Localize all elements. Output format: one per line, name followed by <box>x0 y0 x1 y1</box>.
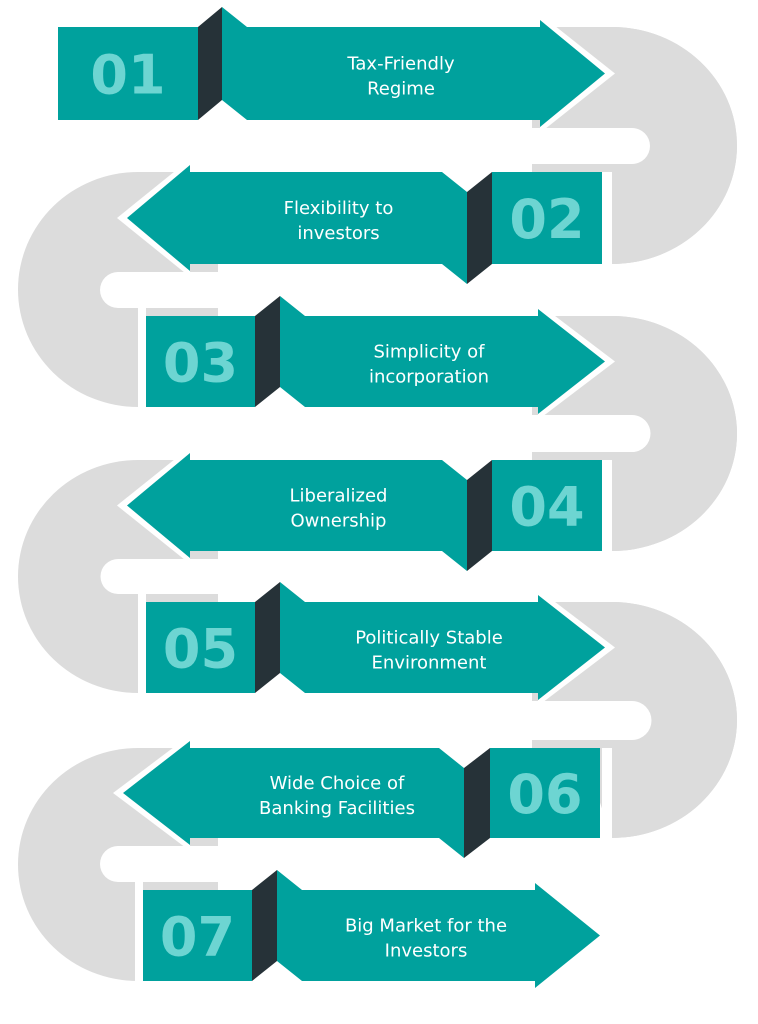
arrow-body <box>127 165 467 284</box>
connector-gap <box>135 882 143 981</box>
fold-panel <box>467 172 492 284</box>
connector-gap <box>602 460 612 551</box>
connector-gap <box>138 594 146 693</box>
step-label-line: Big Market for the <box>345 916 507 937</box>
number-box <box>492 172 602 264</box>
arrow-body <box>123 741 464 858</box>
step-label-line: Simplicity of <box>373 342 485 363</box>
step-number: 05 <box>163 618 238 681</box>
connector-gap <box>138 308 146 407</box>
step-label-line: Environment <box>372 653 487 674</box>
step-number: 06 <box>507 763 582 826</box>
fold-panel <box>467 460 492 571</box>
connector-gap <box>100 559 258 594</box>
step-label-line: Ownership <box>291 511 387 532</box>
step-label-line: Flexibility to <box>284 198 394 219</box>
number-box <box>146 316 255 407</box>
step-label-line: Banking Facilities <box>259 798 415 819</box>
connector-gap <box>512 701 652 740</box>
step-label-line: Tax-Friendly <box>346 54 455 75</box>
number-box <box>143 890 252 981</box>
step-label-line: incorporation <box>369 367 489 388</box>
step-label-line: Politically Stable <box>355 628 503 649</box>
step-03: Simplicity of incorporation 03 <box>146 296 615 420</box>
arrow-body <box>277 870 600 988</box>
connector-gap <box>602 748 612 838</box>
step-label-line: Investors <box>385 941 468 962</box>
step-number: 03 <box>163 332 238 395</box>
fold-panel <box>255 296 280 407</box>
number-box <box>58 27 198 120</box>
connector-gap <box>100 846 258 882</box>
fold-panel <box>255 582 280 693</box>
step-label-line: Wide Choice of <box>270 773 405 794</box>
connector-gap <box>512 128 650 164</box>
fold-panel <box>252 870 277 981</box>
connector-gap <box>512 415 651 452</box>
fold-panel <box>464 748 490 858</box>
arrow-body <box>280 582 605 700</box>
number-box <box>146 602 255 693</box>
step-number: 04 <box>509 476 584 539</box>
number-box <box>492 460 602 551</box>
step-label-line: Liberalized <box>290 486 388 507</box>
step-label-line: investors <box>297 223 379 244</box>
arrow-body <box>280 296 605 414</box>
arrow-body <box>127 453 467 571</box>
step-02: Flexibility to investors 02 <box>117 159 602 284</box>
fold-panel <box>198 7 222 120</box>
step-number: 01 <box>90 44 165 107</box>
step-number: 07 <box>160 906 235 969</box>
connector-gap <box>602 172 612 264</box>
step-label-line: Regime <box>367 79 435 100</box>
step-06: Wide Choice of Banking Facilities 06 <box>113 735 600 858</box>
number-box <box>490 748 600 838</box>
step-number: 02 <box>509 188 584 251</box>
arrow-body <box>222 7 605 127</box>
connector-gap <box>100 272 259 308</box>
